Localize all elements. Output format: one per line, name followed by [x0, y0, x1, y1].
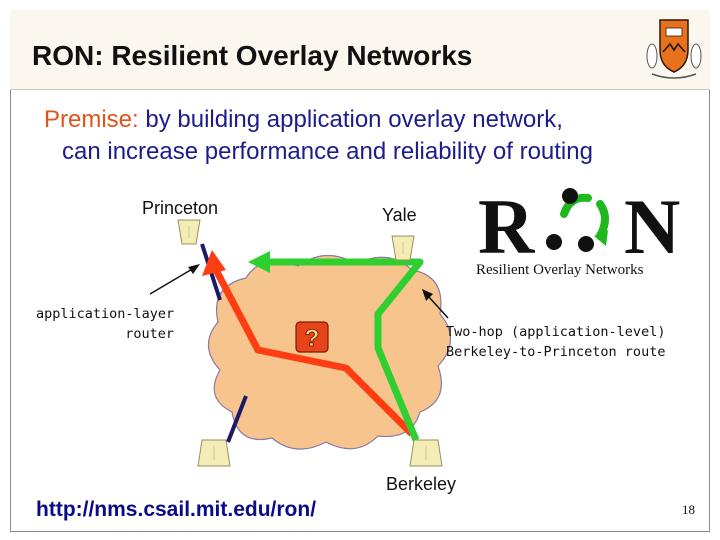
cloud-question-mark: ? — [305, 325, 320, 352]
network-cloud — [207, 254, 452, 450]
premise-line1: by building application overlay network, — [138, 106, 563, 133]
backbone-link-berkeley — [226, 395, 248, 443]
router-berkeley — [197, 439, 231, 467]
router-pointer-line — [149, 267, 195, 295]
ron-logo-letter-r: R — [478, 183, 535, 270]
two-hop-pointer-arrowhead — [422, 289, 433, 301]
label-application-router: application-layer router — [36, 304, 174, 344]
slide-title: RON: Resilient Overlay Networks — [32, 40, 473, 71]
label-two-hop-route: Two-hop (application-level) Berkeley-to-… — [446, 322, 665, 362]
cloud-question-badge: ? — [295, 321, 329, 353]
label-berkeley: Berkeley — [386, 474, 457, 494]
direct-route-path — [212, 268, 415, 437]
direct-route-arrowhead — [202, 250, 226, 276]
premise-text: Premise: by building application overlay… — [44, 104, 593, 168]
label-yale: Yale — [382, 205, 417, 225]
overlay-route-arrowhead — [248, 251, 270, 273]
label-princeton: Princeton — [142, 198, 219, 218]
page-number: 18 — [682, 502, 695, 517]
overlay-route-path — [268, 258, 424, 442]
premise-lead: Premise: — [44, 106, 139, 133]
title-bar — [10, 10, 710, 90]
two-hop-pointer-line — [427, 295, 449, 319]
router-pointer-arrowhead — [188, 264, 200, 274]
premise-line2: can increase performance and reliability… — [62, 138, 593, 165]
princeton-shield-icon — [646, 19, 702, 79]
ron-logo-tagline: Resilient Overlay Networks — [476, 262, 644, 278]
label-router-line2: router — [125, 326, 174, 342]
label-router-line1: application-layer — [36, 306, 175, 322]
router-princeton — [177, 219, 201, 245]
router-berkeley-east — [409, 439, 443, 467]
ron-logo: R N Resilient Overlay Networks — [472, 184, 688, 284]
label-two-hop-line2: Berkeley-to-Princeton route — [446, 344, 666, 360]
ron-project-link[interactable]: http://nms.csail.mit.edu/ron/ — [36, 498, 317, 521]
router-yale — [391, 235, 415, 261]
ron-logo-letter-n: N — [624, 183, 681, 270]
ron-logo-ring-icon — [546, 188, 609, 252]
label-two-hop-line1: Two-hop (application-level) — [446, 324, 666, 340]
